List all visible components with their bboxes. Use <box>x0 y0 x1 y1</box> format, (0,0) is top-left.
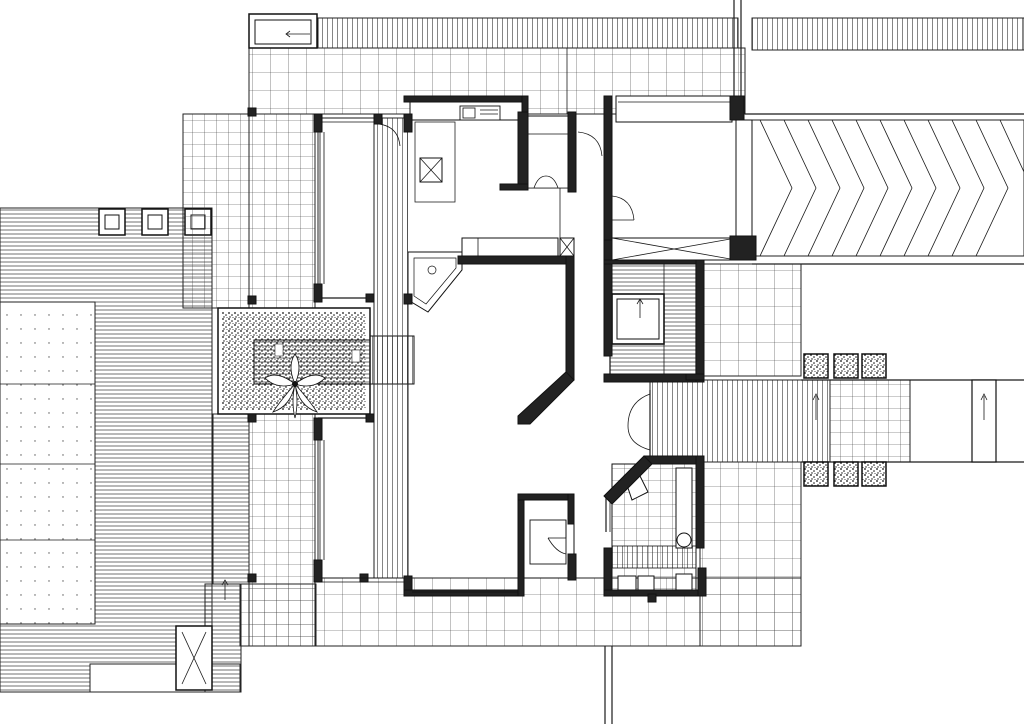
pantry <box>521 115 575 238</box>
west-steps <box>175 579 242 693</box>
toilet <box>617 575 655 591</box>
kitchen <box>407 101 575 313</box>
entry-hall <box>627 390 651 456</box>
window-lines <box>319 117 518 597</box>
corner-fixture <box>407 251 463 313</box>
living-niche <box>519 495 575 579</box>
walls <box>247 95 757 603</box>
ramp-chevrons <box>751 119 1024 265</box>
south-terrace <box>314 263 802 724</box>
west-terrace-deck <box>0 207 241 693</box>
interior <box>317 117 409 579</box>
stair-core <box>609 261 705 379</box>
tree <box>264 353 326 419</box>
west-tiled-walkway <box>182 113 317 647</box>
gravel-planter <box>217 307 415 415</box>
basin <box>676 532 692 548</box>
entry-bridge <box>649 379 1024 463</box>
planter-boxes <box>803 353 887 487</box>
shower-tray <box>675 573 693 591</box>
kitchen-sink <box>459 105 501 121</box>
